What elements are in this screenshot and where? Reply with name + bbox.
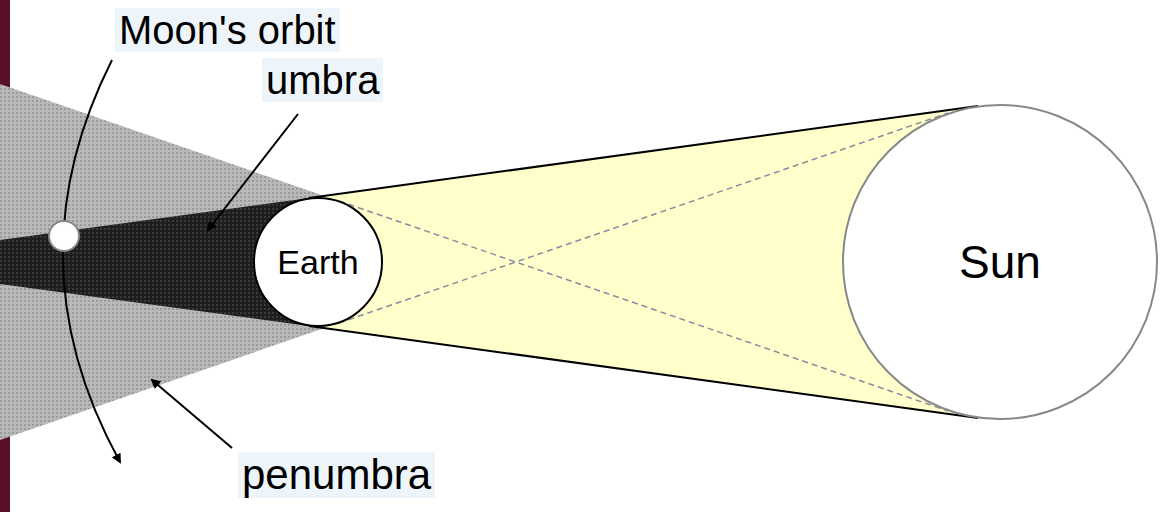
sun-circle: Sun [842, 104, 1158, 420]
earth-circle: Earth [253, 197, 383, 327]
node-label: Sun [959, 235, 1041, 289]
node-label: Earth [277, 243, 358, 282]
orbit-label: Moon's orbit [115, 8, 340, 52]
leader-arrow [152, 380, 232, 448]
moon [49, 221, 79, 251]
umbra-label: umbra [262, 58, 383, 102]
orbit-arc [63, 60, 120, 462]
circle-shape [254, 198, 382, 326]
penumbra-label: penumbra [238, 452, 435, 498]
circle-shape [843, 105, 1157, 419]
